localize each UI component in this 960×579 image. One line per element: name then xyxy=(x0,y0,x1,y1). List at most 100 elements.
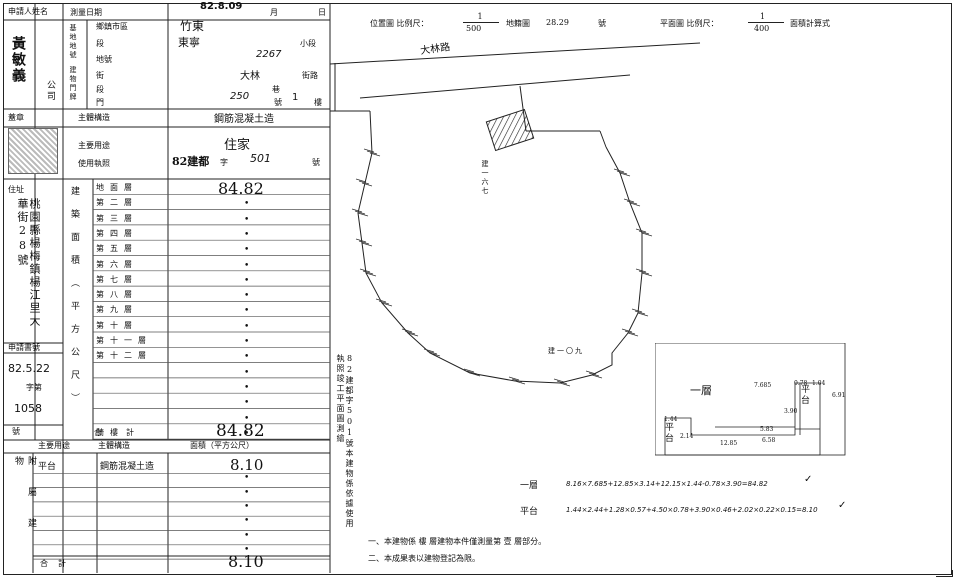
attached-area: • xyxy=(244,501,250,512)
doc-number: 1058 xyxy=(14,402,42,415)
attached-area: 8.10 xyxy=(230,456,264,474)
dim-9: 1.04 xyxy=(812,380,826,387)
plan-scale-num: 1 xyxy=(760,12,766,21)
parcel-label: 建一六七 xyxy=(481,160,489,196)
area-label: 建築面積（平方公尺） xyxy=(69,186,79,416)
floor-label: 第十一層 xyxy=(96,336,152,345)
applicant-address: 桃園縣楊梅鎮楊江里大華街28號 xyxy=(16,198,41,328)
survey-date: 82.8.09 xyxy=(200,1,243,12)
plan-scale-bar xyxy=(748,22,784,23)
plan-platform-label: 平台 xyxy=(663,422,673,444)
floor-area-value: • xyxy=(244,245,250,256)
floor-area-value: • xyxy=(244,229,250,240)
floor-area-value: 84.82 xyxy=(218,179,264,198)
sheet-number: 28.29 xyxy=(546,18,569,27)
floor-area-value: • xyxy=(244,199,250,210)
floor-area-value: • xyxy=(244,306,250,317)
floor-label: 第十二層 xyxy=(96,351,152,361)
floor-label: 第二層 xyxy=(96,198,138,208)
use-label: 主要用途 xyxy=(78,141,110,150)
corner-mark xyxy=(936,570,953,577)
base-label: 基地地號 xyxy=(69,24,77,60)
floor-label: 第七層 xyxy=(96,274,138,284)
floor-number: 1 xyxy=(292,92,299,103)
duan-value: 東寧 xyxy=(178,36,200,49)
structure-value: 鋼筋混凝土造 xyxy=(214,114,274,125)
company-fragment: 公司 xyxy=(45,80,55,102)
floor-label: 第十層 xyxy=(96,320,138,330)
total-label: 合計 xyxy=(94,428,158,437)
formula-2: 1.44×2.44+1.28×0.57+4.50×0.78+3.90×0.46+… xyxy=(566,506,818,514)
floor-area-value: • xyxy=(244,367,250,378)
duan-label: 段 xyxy=(96,39,104,48)
dim-2: 6.91 xyxy=(832,392,846,399)
license-year: 82建都 xyxy=(172,155,210,168)
dihao-value: 2267 xyxy=(256,49,282,60)
survey-form-frame xyxy=(3,3,952,575)
xiang-label: 巷 xyxy=(272,85,280,94)
license-hao: 號 xyxy=(312,158,320,167)
attached-area: • xyxy=(244,530,250,541)
dim-6: 2.14 xyxy=(680,433,694,440)
seal-stamp xyxy=(8,128,58,174)
attached-total: 8.10 xyxy=(228,552,264,571)
formula-1: 8.16×7.685+12.85×3.14+12.15×1.44-0.78×3.… xyxy=(566,480,768,488)
location-map-label: 位置圖 比例尺： xyxy=(370,19,429,28)
attached-struct: 鋼筋混凝土造 xyxy=(100,462,155,472)
floor-label: 第三層 xyxy=(96,213,138,223)
dim-7: 1.44 xyxy=(664,416,678,423)
floor-label: 騎樓 xyxy=(96,427,124,437)
location-scale-num: 1 xyxy=(477,12,483,21)
floor-area-value: • xyxy=(244,428,250,439)
note-2: 二、本成果表以建物登記為限。 xyxy=(368,554,480,563)
floor-label: 第九層 xyxy=(96,305,138,315)
doc-label: 申請書號 xyxy=(8,343,40,352)
note-1: 一、本建物係 樓 層建物本件僅測量第 壹 層部分。 xyxy=(368,537,547,546)
corner-label: 建一〇九 xyxy=(548,347,584,355)
location-scale-bar xyxy=(463,22,499,23)
dim-1: 7.685 xyxy=(754,382,772,389)
floor-area-value: • xyxy=(244,413,250,424)
area-calc-label: 面積計算式 xyxy=(790,19,830,28)
dim-10: 3.90 xyxy=(784,408,798,415)
doc-hao: 號 xyxy=(12,427,20,436)
floor-area-value: • xyxy=(244,275,250,286)
formula-1-label: 一層 xyxy=(520,481,539,491)
doc-word: 字第 xyxy=(26,383,42,392)
street-value: 大林 xyxy=(240,71,260,82)
sheet-hao: 號 xyxy=(598,19,606,28)
structure-label: 主體構造 xyxy=(78,113,110,122)
dihao-label: 地號 xyxy=(96,55,112,64)
survey-date-label: 測量日期 xyxy=(70,8,102,17)
attached-area: • xyxy=(244,544,250,555)
floor-plan-drawing xyxy=(655,343,846,456)
address-label: 住址 xyxy=(8,185,24,194)
jielu-label: 街路 xyxy=(302,71,318,80)
license-number: 501 xyxy=(250,152,271,165)
attached-col-area: 面積（平方公尺） xyxy=(190,441,254,450)
attached-label: 附屬建物 xyxy=(13,456,36,549)
floor-area-value: • xyxy=(244,214,250,225)
jie-label: 街 xyxy=(96,71,104,80)
dim-4: 6.58 xyxy=(762,437,776,444)
check-mark-2: ✓ xyxy=(838,500,847,511)
total-area: 84.82 xyxy=(216,421,265,441)
plan-floor-label: 一層 xyxy=(690,384,712,397)
location-map xyxy=(330,42,701,387)
attached-area: • xyxy=(244,516,250,527)
floor-area-value: • xyxy=(244,398,250,409)
attached-col-struct: 主體構造 xyxy=(98,441,130,450)
seal-label: 蓋章 xyxy=(8,113,24,122)
floor-label: 第八層 xyxy=(96,290,138,300)
attached-col-use: 主要用途 xyxy=(38,441,70,450)
floor-area-value: • xyxy=(244,291,250,302)
side-note: 82建都字501號本建物係依據使用執照竣工平面圖測繪 xyxy=(336,354,354,529)
floor-plan-label: 平面圖 比例尺： xyxy=(660,19,719,28)
license-label: 使用執照 xyxy=(78,159,110,168)
day-label: 日 xyxy=(318,8,326,17)
sheet-label: 地籍圖 xyxy=(506,19,530,28)
floor-area-value: • xyxy=(244,260,250,271)
floor-label: 第六層 xyxy=(96,259,138,269)
attached-total-label: 合計 xyxy=(40,559,76,568)
location-scale-den: 500 xyxy=(466,24,482,33)
